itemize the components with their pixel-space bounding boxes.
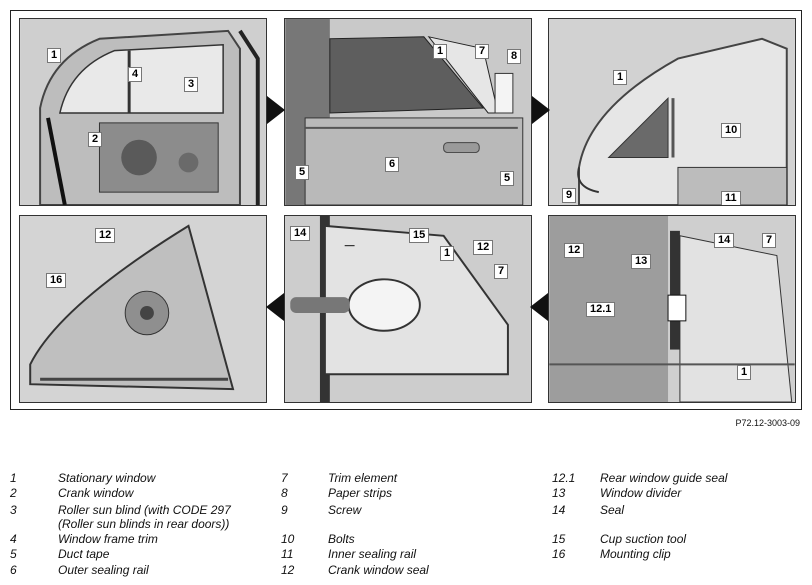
legend-text: Paper strips	[328, 486, 393, 500]
callout: 9	[562, 188, 577, 203]
figure-code: P72.12-3003-09	[735, 418, 800, 428]
legend-text: Duct tape	[58, 547, 110, 561]
callout: 2	[88, 132, 103, 147]
callout: 7	[494, 264, 509, 279]
panel-2-door-exterior: 1 7 8 5 6 5	[284, 18, 532, 206]
legend-number: 8	[281, 486, 288, 500]
callout: 1	[47, 48, 62, 63]
callout: 12.1	[586, 302, 616, 317]
callout: 1	[440, 246, 455, 261]
callout: 15	[409, 228, 430, 243]
legend-number: 12	[281, 563, 295, 577]
callout: 16	[46, 273, 67, 288]
legend-text: Inner sealing rail	[328, 547, 417, 561]
legend-number: 10	[281, 532, 295, 546]
legend-number: 6	[10, 563, 17, 577]
legend-number: 16	[552, 547, 566, 561]
flow-arrow-left-icon	[530, 293, 548, 321]
legend-number: 9	[281, 503, 288, 517]
callout: 10	[721, 123, 742, 138]
panel-2-drawing	[285, 19, 531, 205]
legend-text: Trim element	[328, 471, 398, 485]
callout: 8	[507, 49, 522, 64]
flow-arrow-right-icon	[532, 96, 550, 124]
panel-4-drawing	[20, 216, 266, 402]
figure-frame: 1 4 3 2 1 7 8 5 6 5 1	[10, 10, 802, 410]
legend-text: Roller sun blind (with CODE 297	[58, 503, 231, 517]
legend-number: 5	[10, 547, 17, 561]
callout: 13	[631, 254, 652, 269]
callout: 5	[500, 171, 515, 186]
callout: 5	[295, 165, 310, 180]
legend-text: Rear window guide seal	[600, 471, 728, 485]
legend-text: Screw	[328, 503, 362, 517]
panel-5-suction-tool: 14 15 1 12 7	[284, 215, 532, 403]
callout: 6	[385, 157, 400, 172]
legend: 1 Stationary window 2 Crank window 3 Rol…	[0, 466, 812, 585]
callout: 1	[737, 365, 752, 380]
flow-arrow-left-icon	[266, 293, 284, 321]
legend-number: 11	[281, 547, 294, 561]
panel-3-drawing	[549, 19, 795, 205]
legend-text: Window divider	[600, 486, 682, 500]
legend-text: Mounting clip	[600, 547, 671, 561]
legend-text: Seal	[600, 503, 625, 517]
legend-number: 3	[10, 503, 17, 517]
legend-number: 14	[552, 503, 566, 517]
callout: 1	[613, 70, 628, 85]
legend-number: 2	[10, 486, 17, 500]
callout: 4	[128, 67, 143, 82]
callout: 12	[95, 228, 116, 243]
callout: 7	[475, 44, 490, 59]
legend-number: 1	[10, 471, 17, 485]
callout: 3	[184, 77, 199, 92]
legend-text: Stationary window	[58, 471, 156, 485]
legend-number: 15	[552, 532, 566, 546]
legend-text: (Roller sun blinds in rear doors))	[58, 517, 230, 531]
callout: 14	[714, 233, 735, 248]
callout: 14	[290, 226, 311, 241]
legend-text: Crank window	[58, 486, 134, 500]
callout: 12	[564, 243, 585, 258]
callout: 7	[762, 233, 777, 248]
legend-number: 4	[10, 532, 17, 546]
legend-text: Outer sealing rail	[58, 563, 149, 577]
panel-5-drawing	[285, 216, 531, 402]
panel-4-mounting-clip: 12 16	[19, 215, 267, 403]
panel-6-window-divider: 12 14 7 13 12.1 1	[548, 215, 796, 403]
callout: 1	[433, 44, 448, 59]
legend-number: 13	[552, 486, 566, 500]
legend-text: Crank window seal	[328, 563, 429, 577]
panel-3-stationary-window: 1 10 9 11	[548, 18, 796, 206]
flow-arrow-right-icon	[267, 96, 285, 124]
legend-number: 12.1	[552, 471, 576, 485]
panel-1-door-interior: 1 4 3 2	[19, 18, 267, 206]
callout: 11	[721, 191, 741, 205]
legend-number: 7	[281, 471, 288, 485]
legend-text: Bolts	[328, 532, 355, 546]
legend-text: Cup suction tool	[600, 532, 687, 546]
panel-1-drawing	[20, 19, 266, 205]
legend-text: Window frame trim	[58, 532, 158, 546]
callout: 12	[473, 240, 494, 255]
